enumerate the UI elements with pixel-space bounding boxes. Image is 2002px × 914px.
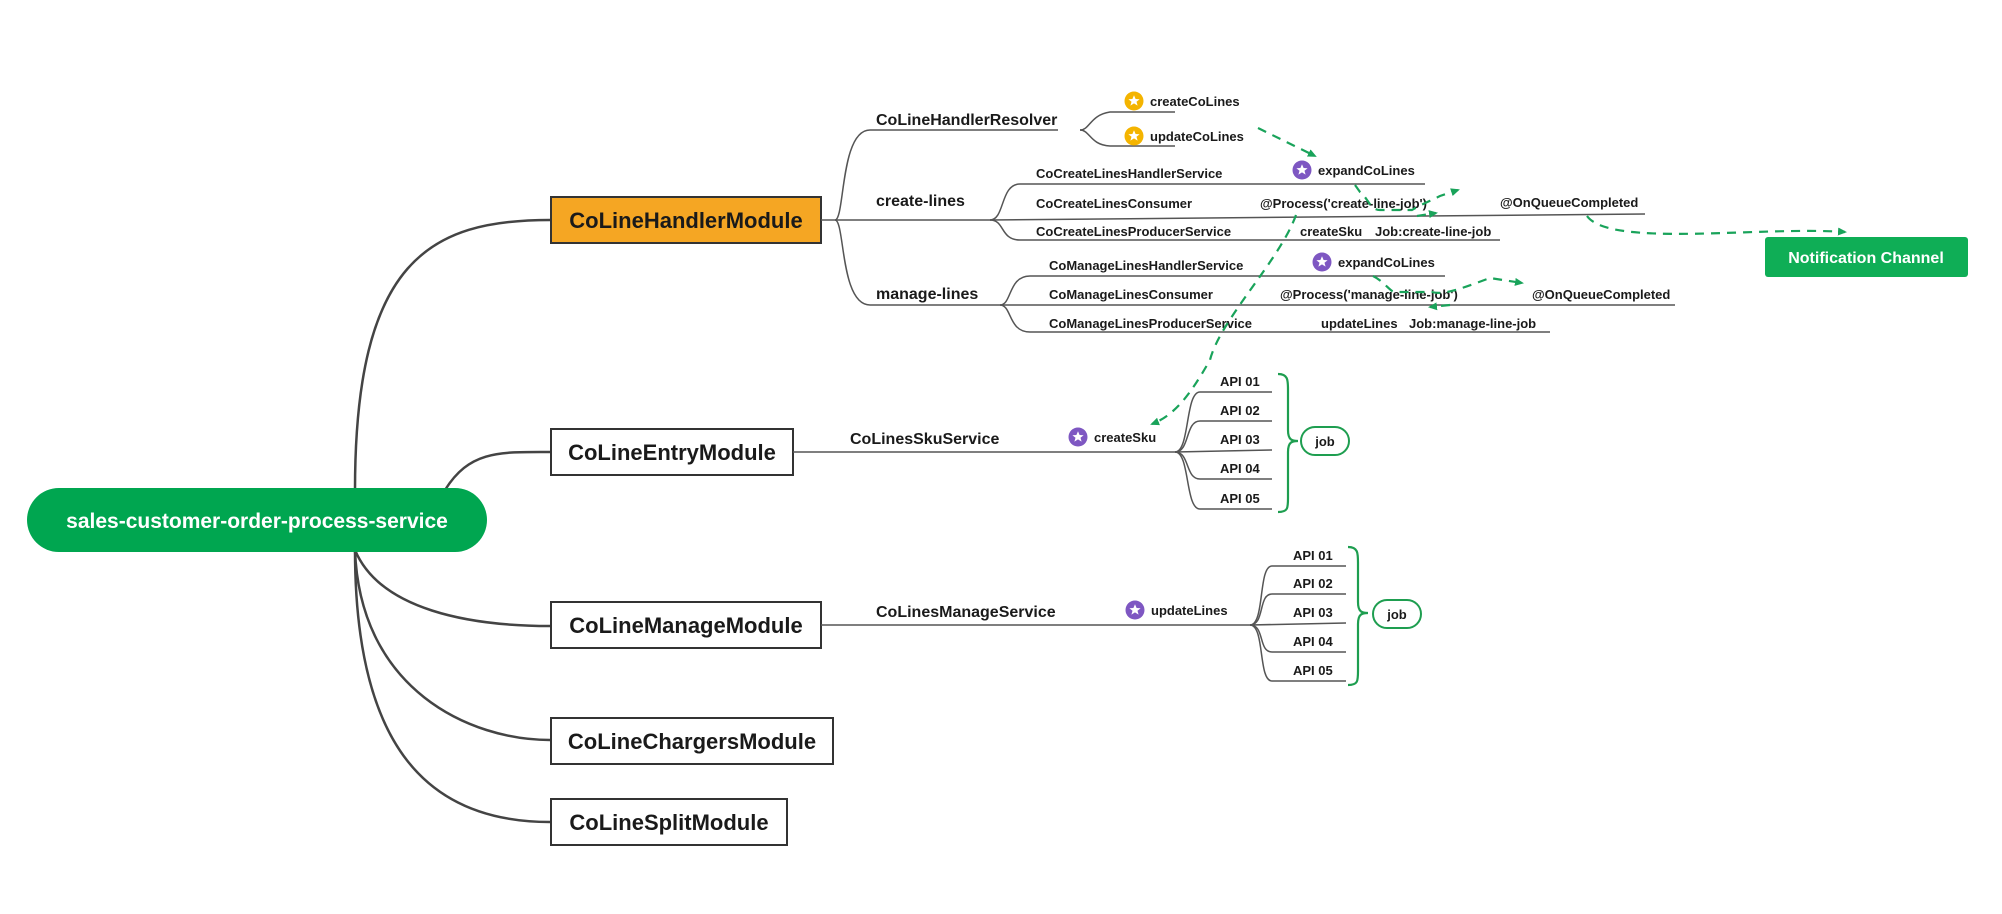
star-icon [1124, 91, 1144, 111]
resolver-method-update: updateCoLines [1150, 129, 1244, 144]
module-entry[interactable]: CoLineEntryModule [550, 428, 794, 476]
module-chargers-label: CoLineChargersModule [568, 729, 816, 754]
manage-process-decorator: @Process('manage-line-job') [1280, 287, 1458, 302]
entry-job-label: job [1314, 434, 1335, 449]
star-icon [1068, 427, 1088, 447]
api-item: API 01 [1220, 374, 1260, 389]
entry-apis: API 01 API 02 API 03 API 04 API 05 [1220, 374, 1261, 506]
api-item: API 03 [1293, 605, 1333, 620]
entry-method: createSku [1094, 430, 1156, 445]
manage-method: updateLines [1321, 316, 1398, 331]
manage-branches [821, 565, 1347, 682]
manage-producer-service: CoManageLinesProducerService [1049, 316, 1252, 331]
api-item: API 04 [1220, 461, 1261, 476]
root-label: sales-customer-order-process-service [66, 510, 448, 533]
flow-arrows [1150, 127, 1847, 426]
manage-consumer: CoManageLinesConsumer [1049, 287, 1213, 302]
module-split[interactable]: CoLineSplitModule [550, 798, 788, 846]
module-handler[interactable]: CoLineHandlerModule [550, 196, 822, 244]
create-handler-service: CoCreateLinesHandlerService [1036, 166, 1222, 181]
manage-job: Job:manage-line-job [1409, 316, 1536, 331]
manage-service-method: updateLines [1151, 603, 1228, 618]
module-handler-label: CoLineHandlerModule [569, 208, 802, 233]
create-queue-completed: @OnQueueCompleted [1500, 195, 1638, 210]
api-item: API 02 [1220, 403, 1260, 418]
root-node[interactable]: sales-customer-order-process-service [27, 488, 487, 552]
manage-job-label: job [1386, 607, 1407, 622]
create-producer-service: CoCreateLinesProducerService [1036, 224, 1231, 239]
handler-branches [821, 111, 1675, 333]
create-lines-label: create-lines [876, 193, 965, 210]
manage-job-pill[interactable]: job [1372, 599, 1422, 629]
notification-channel[interactable]: Notification Channel [1765, 237, 1968, 277]
manage-lines-label: manage-lines [876, 286, 978, 303]
create-consumer: CoCreateLinesConsumer [1036, 196, 1192, 211]
api-item: API 05 [1293, 663, 1333, 678]
star-icon [1125, 600, 1145, 620]
manage-bracket [1347, 545, 1369, 687]
api-item: API 03 [1220, 432, 1260, 447]
manage-queue-completed: @OnQueueCompleted [1532, 287, 1670, 302]
api-item: API 05 [1220, 491, 1260, 506]
entry-bracket [1277, 372, 1299, 514]
entry-service-label: CoLinesSkuService [850, 431, 1000, 448]
api-item: API 02 [1293, 576, 1333, 591]
manage-expand-method: expandCoLines [1338, 255, 1435, 270]
module-entry-label: CoLineEntryModule [568, 440, 776, 465]
manage-handler-service: CoManageLinesHandlerService [1049, 258, 1243, 273]
root-connectors [353, 218, 551, 824]
manage-service-label: CoLinesManageService [876, 604, 1056, 621]
create-process-decorator: @Process('create-line-job') [1260, 196, 1427, 211]
star-icon [1312, 252, 1332, 272]
notification-label: Notification Channel [1788, 250, 1944, 267]
module-manage[interactable]: CoLineManageModule [550, 601, 822, 649]
api-item: API 01 [1293, 548, 1333, 563]
manage-apis: API 01 API 02 API 03 API 04 API 05 [1293, 548, 1334, 678]
module-chargers[interactable]: CoLineChargersModule [550, 717, 834, 765]
resolver-label: CoLineHandlerResolver [876, 112, 1057, 129]
create-job: Job:create-line-job [1375, 224, 1491, 239]
resolver-method-create: createCoLines [1150, 94, 1240, 109]
entry-job-pill[interactable]: job [1300, 426, 1350, 456]
create-expand-method: expandCoLines [1318, 163, 1415, 178]
api-item: API 04 [1293, 634, 1334, 649]
create-method: createSku [1300, 224, 1362, 239]
module-manage-label: CoLineManageModule [569, 613, 802, 638]
module-split-label: CoLineSplitModule [569, 810, 768, 835]
entry-branches [793, 391, 1273, 510]
star-icon [1292, 160, 1312, 180]
star-icon [1124, 126, 1144, 146]
